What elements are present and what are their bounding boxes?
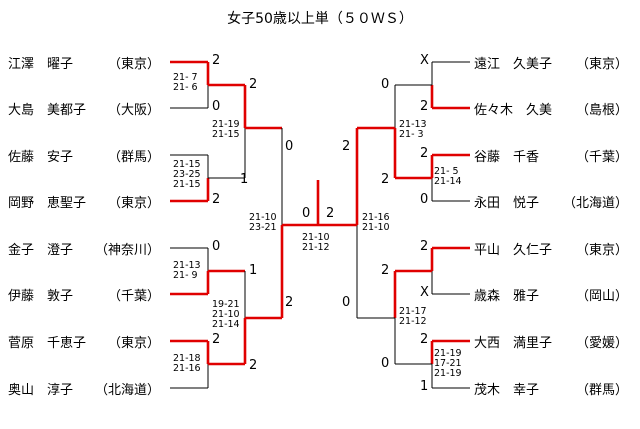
game-score: 21- 9	[173, 270, 198, 281]
match-score: 2	[420, 146, 429, 161]
game-score: 19-21	[212, 299, 240, 310]
game-score: 21-17	[399, 306, 427, 317]
game-score: 21-13	[399, 119, 427, 130]
left-player-name: 佐藤 安子	[8, 150, 74, 165]
left-player-name: 奥山 淳子	[8, 383, 74, 398]
match-score: 2	[381, 172, 390, 187]
left-player-pref: （東京）	[107, 196, 160, 211]
match-score: 1	[240, 172, 249, 187]
right-player-pref: （岡山）	[575, 289, 628, 304]
page-title: 女子50歳以上単（５０ＷＳ）	[227, 11, 413, 27]
game-score: 21-12	[399, 316, 427, 327]
match-score: 2	[212, 332, 221, 347]
right-player-name: 佐々木 久美	[474, 103, 553, 118]
match-score: 2	[326, 206, 335, 221]
match-score: 2	[420, 99, 429, 114]
left-player-name: 伊藤 敦子	[8, 289, 74, 304]
right-player-name: 平山 久仁子	[474, 243, 553, 258]
left-player-pref: （神奈川）	[94, 243, 160, 258]
game-score: 21-10	[212, 309, 240, 320]
match-score: 0	[381, 77, 390, 92]
game-score: 21-12	[302, 242, 330, 253]
game-score: 21-13	[173, 260, 201, 271]
game-score: 23-25	[173, 169, 201, 180]
match-score: 0	[381, 356, 390, 371]
match-score: 1	[420, 379, 429, 394]
game-score: 21-10	[249, 212, 277, 223]
match-score: 2	[381, 263, 390, 278]
right-player-pref: （東京）	[575, 57, 628, 72]
right-player-name: 茂木 幸子	[474, 383, 540, 398]
match-score: 2	[420, 332, 429, 347]
game-score: 21-10	[362, 222, 390, 233]
game-score: 23-21	[249, 222, 277, 233]
game-score: 21-19	[434, 368, 462, 379]
match-score: 0	[212, 99, 221, 114]
game-score: 21-16	[362, 212, 390, 223]
match-score: 2	[212, 192, 221, 207]
right-player-name: 大西 満里子	[474, 336, 553, 351]
left-player-pref: （東京）	[107, 57, 160, 72]
game-score: 17-21	[434, 358, 462, 369]
left-player-pref: （群馬）	[107, 150, 160, 165]
game-score: 21- 6	[173, 82, 198, 93]
right-player-pref: （島根）	[575, 103, 628, 118]
game-score: 21-19	[212, 119, 240, 130]
match-score: 2	[420, 239, 429, 254]
match-score: 0	[302, 206, 311, 221]
right-player-pref: （千葉）	[575, 150, 628, 165]
match-score: 0	[212, 239, 221, 254]
left-player-name: 岡野 恵聖子	[8, 196, 87, 211]
right-player-name: 永田 悦子	[474, 196, 540, 211]
left-player-name: 金子 澄子	[8, 243, 74, 258]
left-player-name: 大島 美都子	[8, 103, 87, 118]
left-player-name: 江澤 曜子	[8, 57, 74, 72]
game-score: 21-19	[434, 348, 462, 359]
match-score: 2	[342, 139, 351, 154]
game-score: 21- 5	[434, 166, 459, 177]
match-score: 2	[249, 77, 258, 92]
right-player-name: 谷藤 千香	[474, 150, 540, 165]
right-player-name: 歳森 雅子	[474, 289, 540, 304]
game-score: 21-15	[173, 179, 201, 190]
left-player-pref: （大阪）	[107, 103, 160, 118]
match-score: X	[420, 53, 429, 68]
right-player-pref: （群馬）	[575, 383, 628, 398]
left-player-pref: （北海道）	[94, 383, 160, 398]
match-score: 2	[285, 295, 294, 310]
match-score: 2	[249, 358, 258, 373]
left-player-pref: （東京）	[107, 336, 160, 351]
right-player-name: 遠江 久美子	[474, 57, 553, 72]
match-score: 0	[420, 192, 429, 207]
game-score: 21- 7	[173, 72, 198, 83]
game-score: 21-14	[434, 176, 462, 187]
game-score: 21-15	[212, 129, 240, 140]
match-score: 1	[249, 263, 258, 278]
match-score: 2	[212, 53, 221, 68]
game-score: 21-14	[212, 319, 240, 330]
right-player-pref: （東京）	[575, 243, 628, 258]
game-score: 21-16	[173, 363, 201, 374]
game-score: 21-18	[173, 353, 201, 364]
game-score: 21- 3	[399, 129, 424, 140]
left-player-name: 菅原 千恵子	[8, 336, 87, 351]
right-player-pref: （北海道）	[562, 196, 628, 211]
match-score: 0	[285, 139, 294, 154]
game-score: 21-15	[173, 159, 201, 170]
right-player-pref: （愛媛）	[575, 336, 628, 351]
left-player-pref: （千葉）	[107, 289, 160, 304]
match-score: X	[420, 285, 429, 300]
game-score: 21-10	[302, 232, 330, 243]
match-score: 0	[342, 295, 351, 310]
